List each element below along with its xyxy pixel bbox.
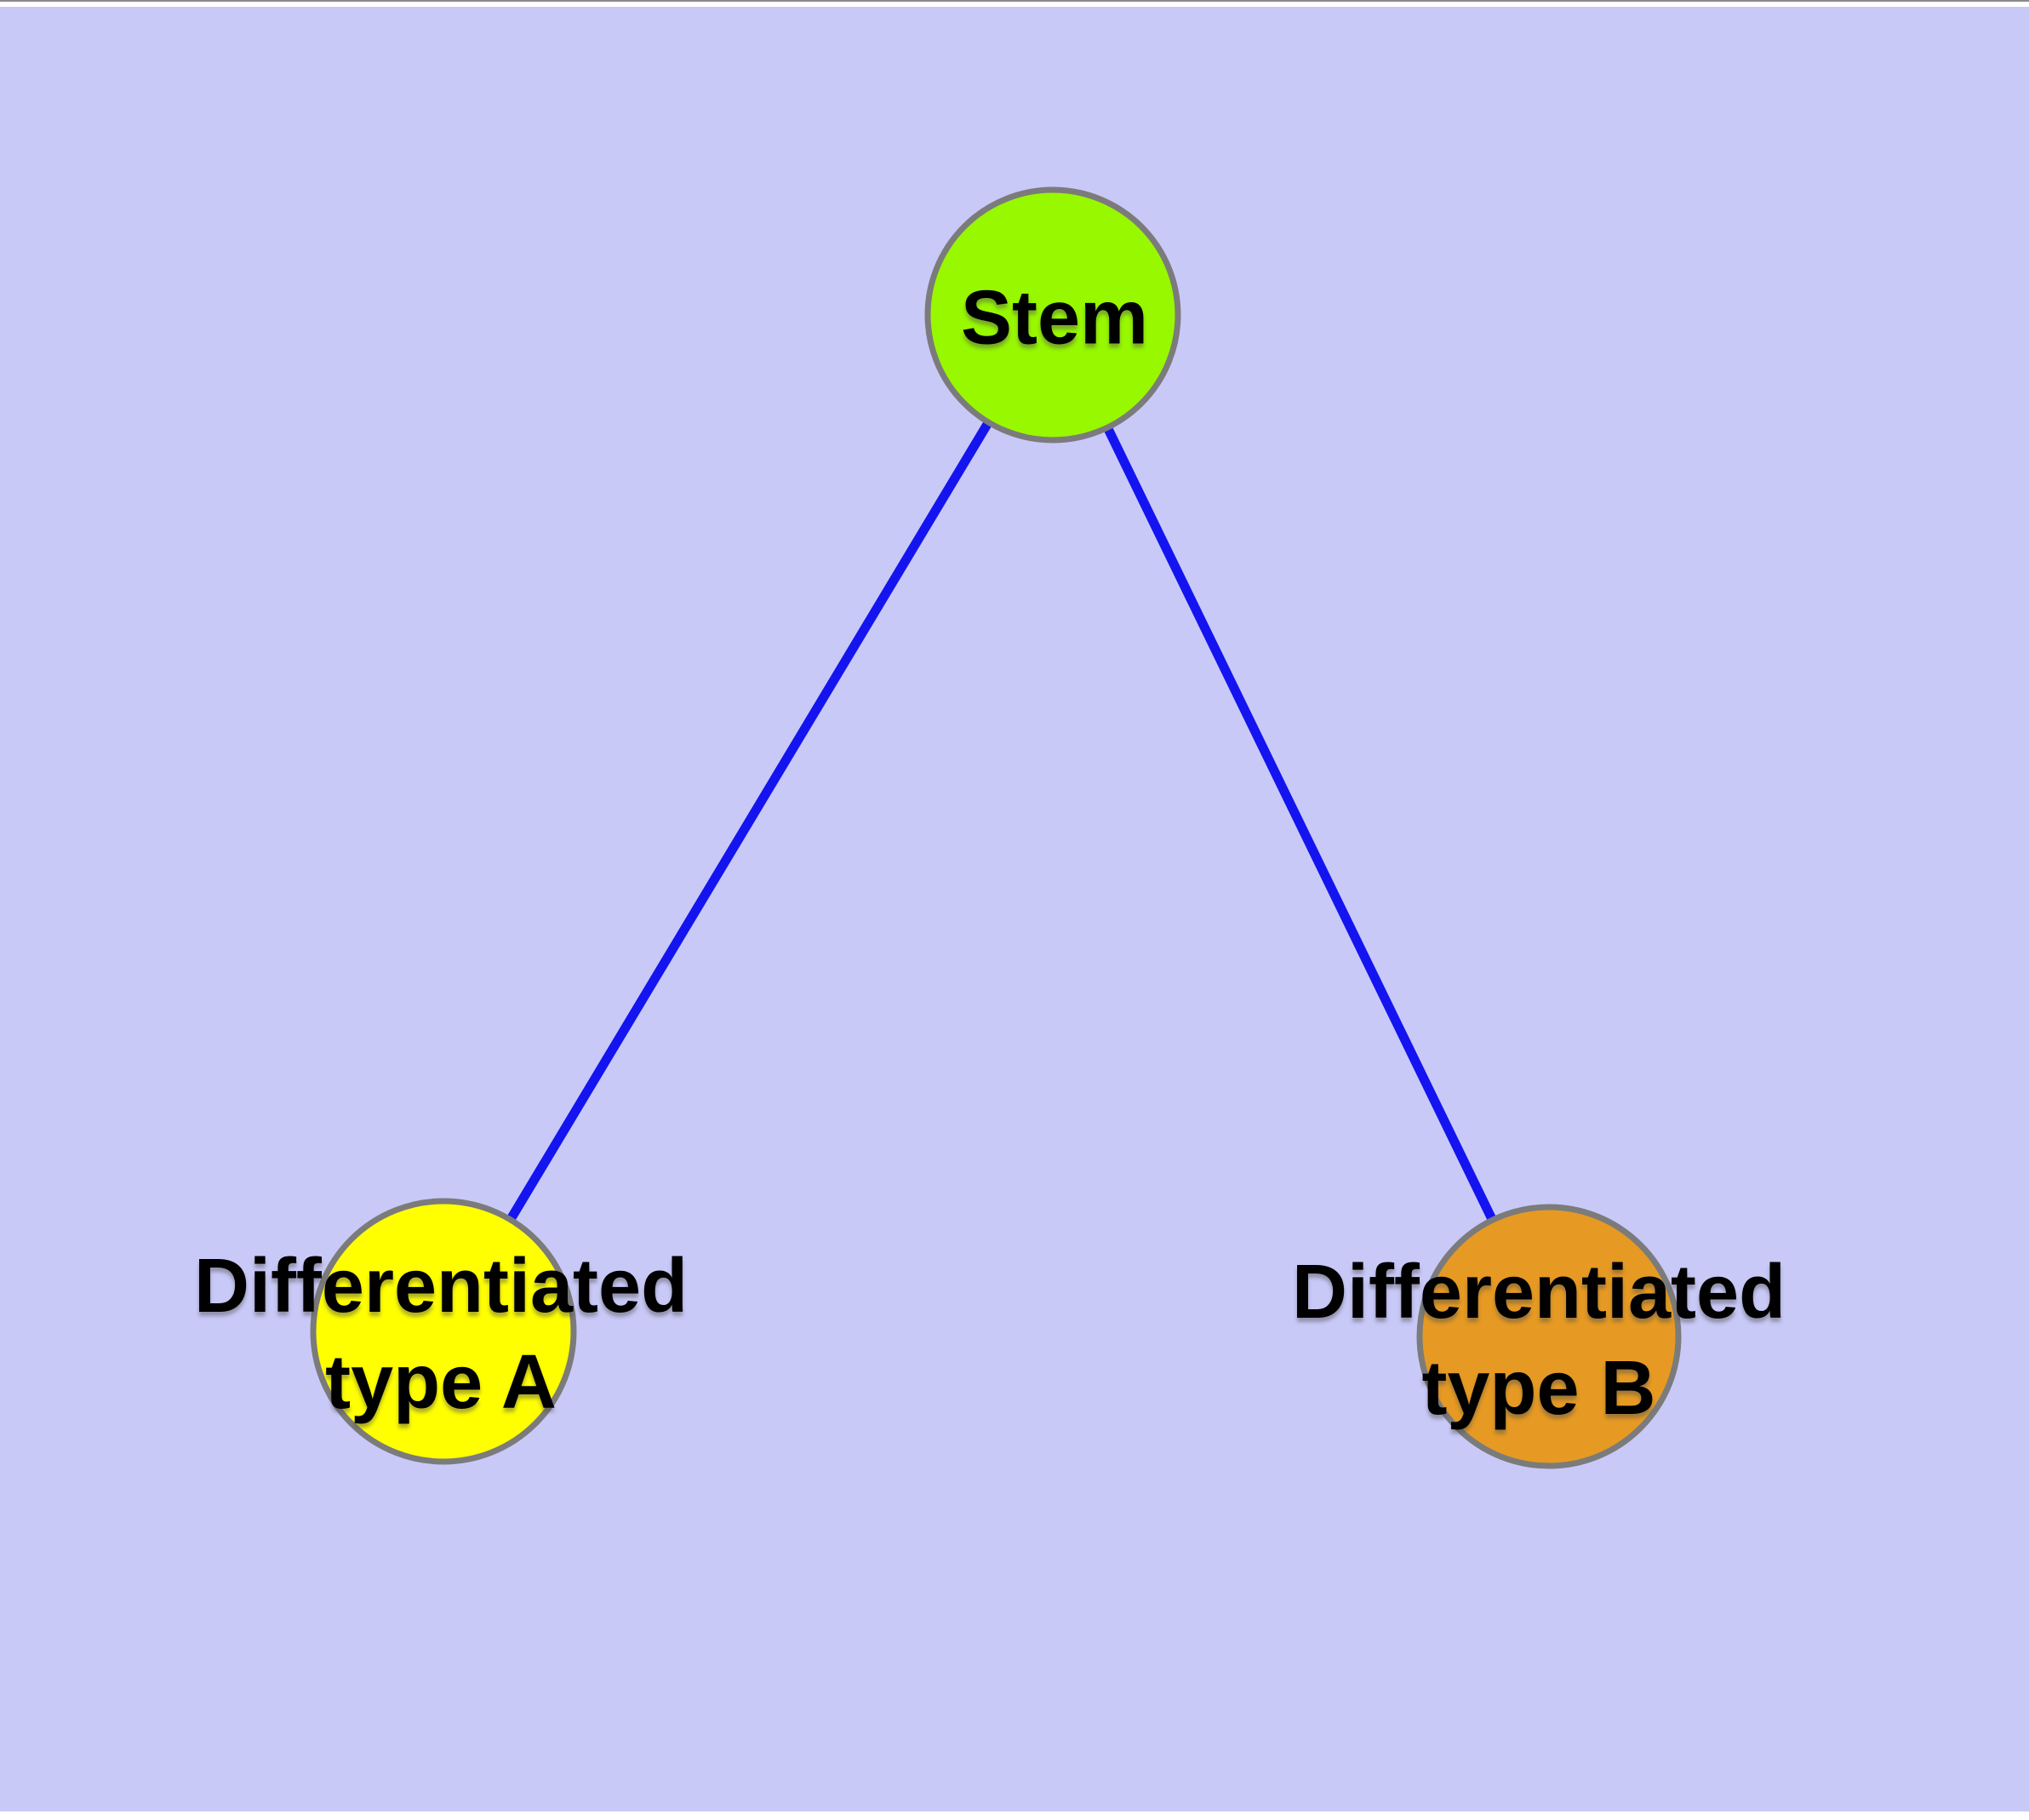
node-type-a[interactable] xyxy=(310,1198,577,1465)
node-stem[interactable] xyxy=(924,186,1181,444)
node-type-b[interactable] xyxy=(1416,1204,1682,1469)
edge-stem-to-type-a xyxy=(439,312,1057,1334)
edge-stem-to-type-b xyxy=(1049,312,1553,1339)
